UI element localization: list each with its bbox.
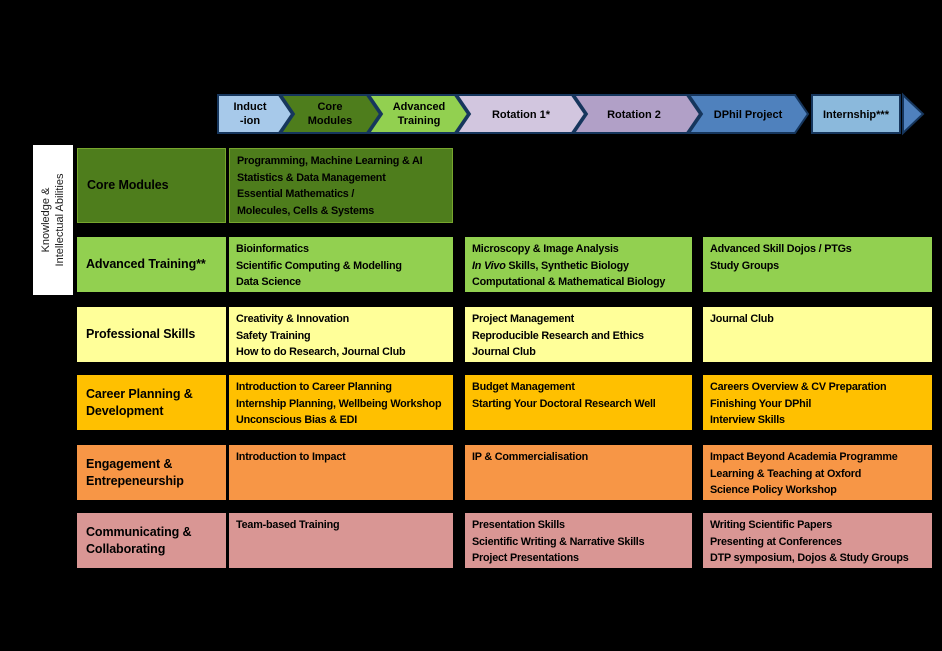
row-label-advanced-training: Advanced Training**: [77, 237, 226, 292]
text-line: Presenting at Conferences: [710, 535, 842, 548]
text-line: Molecules, Cells & Systems: [237, 204, 375, 217]
text-line: Communicating &: [86, 524, 192, 539]
text-line: Collaborating: [86, 541, 166, 556]
timeline-segment-rotation-2: [572, 94, 702, 134]
row-label-engagement: Engagement & Entrepeneurship: [77, 445, 226, 500]
timeline-label-induction: Induct: [234, 101, 267, 113]
text-line: Science Policy Workshop: [710, 484, 837, 496]
timeline-segment-induction: [217, 94, 294, 134]
text-line: Presentation Skills: [472, 519, 565, 531]
timeline-segment-rotation-1: [455, 94, 587, 134]
timeline-segment-dphil-project: [687, 94, 810, 134]
text-line: Writing Scientific Papers: [710, 519, 832, 531]
timeline-label-induction-2: -ion: [240, 115, 260, 127]
text-line: IP & Commercialisation: [472, 451, 589, 463]
timeline-label-core-modules-2: Modules: [308, 115, 353, 127]
text-line: Statistics & Data Management: [237, 171, 386, 184]
text-line: Essential Mathematics /: [237, 188, 355, 200]
text-line: Interview Skills: [710, 414, 785, 426]
cell-professional-skills-col3: Journal Club: [703, 307, 932, 362]
timeline-end-arrow-icon: [902, 92, 925, 136]
cell-engagement-col1: Introduction to Impact: [229, 445, 453, 500]
text-line: Introduction to Impact: [236, 451, 346, 463]
text-line: Budget Management: [472, 381, 575, 393]
text-line: How to do Research, Journal Club: [236, 346, 406, 358]
text-line: Finishing Your DPhil: [710, 397, 812, 410]
text-line: Intellectual Abilities: [54, 173, 66, 267]
text-line: Scientific Writing & Narrative Skills: [472, 535, 645, 548]
text-line: Team-based Training: [236, 519, 340, 531]
text-line: Scientific Computing & Modelling: [236, 259, 402, 272]
text-line: Advanced Skill Dojos / PTGs: [710, 243, 852, 255]
text-line: Core Modules: [87, 178, 169, 192]
timeline-label-rotation-2: Rotation 2: [607, 109, 661, 121]
cell-communicating-col1: Team-based Training: [229, 513, 453, 568]
knowledge-intellectual-abilities-box: Knowledge &Intellectual Abilities: [33, 145, 73, 295]
row-label-core-modules: Core Modules: [77, 148, 226, 223]
text-line: Microscopy & Image Analysis: [472, 243, 619, 255]
knowledge-intellectual-abilities-label: Knowledge &Intellectual Abilities: [33, 145, 73, 295]
text-line: Reproducible Research and Ethics: [472, 329, 644, 342]
text-line: Project Management: [472, 313, 574, 325]
text-line: Starting Your Doctoral Research Well: [472, 397, 656, 410]
text-line: Career Planning &: [86, 386, 193, 401]
cell-engagement-col2: IP & Commercialisation: [465, 445, 692, 500]
text-line: Knowledge &: [40, 187, 52, 253]
text-line: Introduction to Career Planning: [236, 381, 392, 393]
text-line: Creativity & Innovation: [236, 313, 349, 325]
timeline-label-internship: Internship***: [823, 109, 890, 121]
text-line: Engagement &: [86, 456, 173, 471]
timeline-label-advanced-training-2: Training: [398, 115, 441, 127]
text-line: Safety Training: [236, 329, 311, 342]
text-line: Impact Beyond Academia Programme: [710, 451, 898, 463]
timeline-label-dphil-project: DPhil Project: [714, 109, 783, 121]
text-line: Internship Planning, Wellbeing Workshop: [236, 397, 442, 410]
text-line: Careers Overview & CV Preparation: [710, 381, 887, 393]
cell-core-modules-col1: Programming, Machine Learning & AI Statis…: [229, 148, 453, 223]
text-line: Development: [86, 403, 164, 418]
row-label-career-planning: Career Planning & Development: [77, 375, 226, 430]
timeline-label-rotation-1: Rotation 1*: [492, 109, 551, 121]
text-line: Bioinformatics: [236, 243, 309, 255]
row-label-professional-skills: Professional Skills: [77, 307, 226, 362]
text-line: DTP symposium, Dojos & Study Groups: [710, 552, 909, 564]
timeline-band: Induct -ion Core Modules Advanced Traini…: [217, 92, 925, 136]
timeline-label-advanced-training: Advanced: [393, 101, 446, 113]
text-line: Journal Club: [710, 313, 774, 325]
timeline-segment-internship: [811, 94, 901, 134]
text-line: Computational & Mathematical Biology: [472, 276, 666, 288]
text-line: Professional Skills: [86, 327, 196, 341]
text-line: Data Science: [236, 276, 301, 288]
timeline-segment-core-modules: [279, 94, 382, 134]
row-label-communicating: Communicating & Collaborating: [77, 513, 226, 568]
cell-advanced-training-col2: Microscopy & Image Analysis In Vivo Skill…: [465, 237, 692, 292]
text-line: Learning & Teaching at Oxford: [710, 467, 862, 480]
text-line: In Vivo Skills, Synthetic Biology: [472, 259, 629, 272]
text-line: Unconscious Bias & EDI: [236, 414, 357, 426]
text-line: Study Groups: [710, 259, 779, 272]
text-line: Journal Club: [472, 346, 536, 358]
text-line: Entrepeneurship: [86, 473, 184, 488]
timeline-segment-advanced-training: [367, 94, 470, 134]
timeline-label-core-modules: Core: [317, 101, 342, 113]
text-line: Advanced Training**: [86, 257, 206, 271]
text-line: Project Presentations: [472, 552, 579, 564]
text-line: Programming, Machine Learning & AI: [237, 155, 423, 167]
